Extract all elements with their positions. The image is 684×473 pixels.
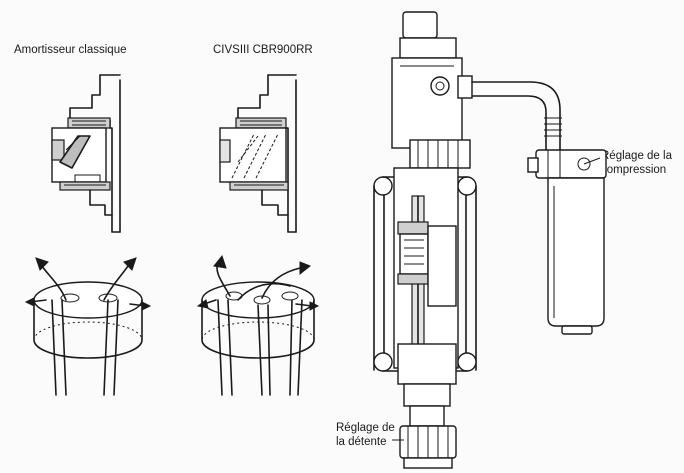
remote-reservoir	[527, 149, 607, 335]
label-compression-line2: compression	[601, 164, 667, 176]
classic-piston-flow	[24, 257, 152, 396]
civsiii-valve-section	[219, 74, 297, 233]
label-compression-adjust: Réglage de la compression	[601, 149, 672, 177]
title-classic-shock: Amortisseur classique	[14, 44, 127, 56]
shock-absorber-main	[373, 11, 562, 469]
classic-valve-section	[51, 74, 121, 233]
label-detente-line2: la détente	[336, 436, 387, 448]
label-detente-line1: Réglage de	[336, 422, 395, 434]
civsiii-piston-flow	[196, 254, 320, 396]
label-rebound-adjust: Réglage de la détente	[336, 421, 395, 449]
label-compression-line1: Réglage de la	[601, 150, 672, 162]
title-civsiii-cbr900rr: CIVSIII CBR900RR	[213, 44, 313, 56]
